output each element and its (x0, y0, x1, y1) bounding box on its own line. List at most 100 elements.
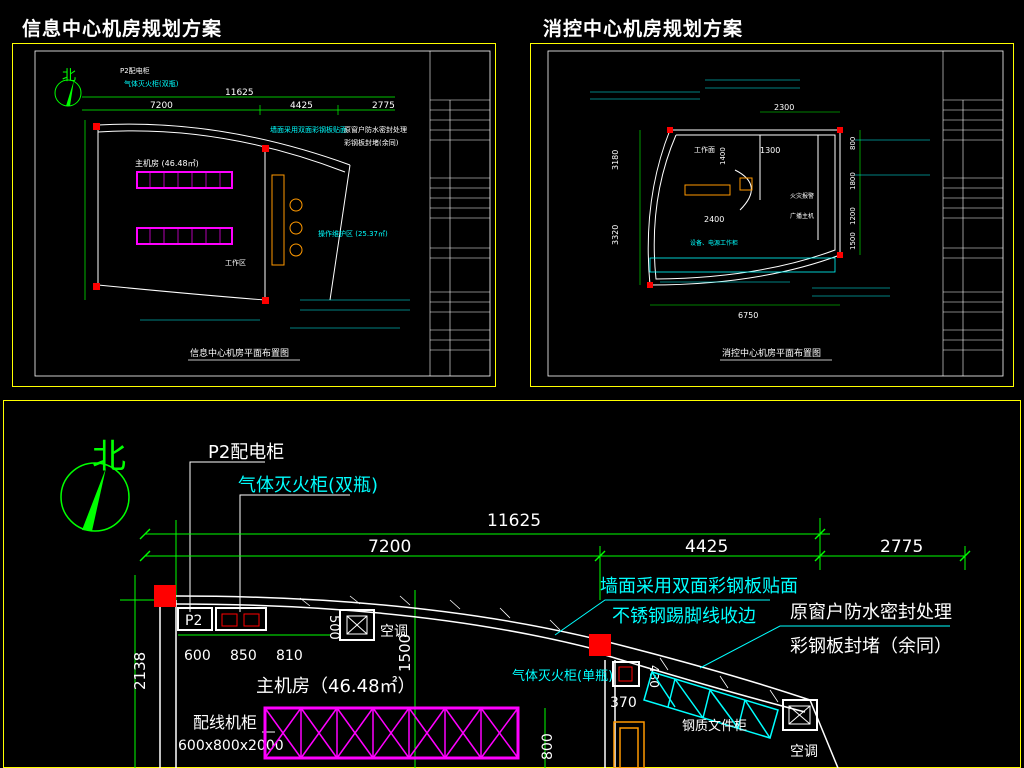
dim-2775: 2775 (880, 537, 923, 557)
right-dim-1200: 1200 (849, 207, 857, 225)
right-dim-1800: 1800 (849, 172, 857, 190)
ac-unit-2 (782, 699, 818, 731)
dim-total: 11625 (487, 511, 541, 531)
right-dim-1300: 1300 (760, 146, 780, 155)
dim-2138: 2138 (131, 652, 149, 690)
p2-box-label: P2 (185, 613, 202, 629)
gas-cabinet-single (612, 661, 640, 687)
window-note-2: 彩钢板封堵（余同） (790, 636, 952, 657)
right-panel-title: 消控中心机房规划方案 (543, 18, 744, 40)
right-columns (647, 127, 843, 288)
rack-row (263, 706, 520, 760)
left-note-leaders (140, 299, 410, 329)
right-dim-3180: 3180 (611, 150, 620, 170)
left-thumbnail-frame (12, 43, 496, 387)
gas-cabinet-double (215, 607, 267, 631)
left-thumbnail-drawing: 北 11625 7200 4425 2775 (34, 50, 491, 377)
right-dim-6750: 6750 (738, 311, 758, 320)
right-dim-3320: 3320 (611, 225, 620, 245)
right-dimension-lines (639, 111, 861, 306)
column-left (154, 585, 176, 607)
dim-4425: 4425 (685, 537, 728, 557)
left-plan-title: 信息中心机房平面布置图 (190, 347, 289, 359)
left-dim-total: 11625 (225, 88, 254, 98)
ac-unit-1 (339, 609, 375, 641)
rack-size-label: 600x800x2000 (178, 738, 284, 754)
p2-cabinet-label: P2配电柜 (208, 442, 284, 463)
left-workstations (271, 174, 303, 266)
left-label-p2: P2配电柜 (120, 66, 150, 75)
right-window-band (649, 257, 836, 273)
ac-label-1: 空调 (380, 624, 408, 640)
left-label-window: 原窗户防水密封处理 (344, 125, 407, 134)
right-label-console: 广播主机 (790, 212, 814, 220)
column-mid (589, 634, 611, 656)
dimension-lines (120, 518, 966, 768)
dim-7200: 7200 (368, 537, 411, 557)
p2-box: P2 (177, 607, 213, 631)
left-dim-seg3: 2775 (372, 101, 395, 111)
right-label-work: 工作面 (694, 145, 715, 154)
right-plan-title: 消控中心机房平面布置图 (722, 347, 821, 359)
left-label-ups: 操作维护区 (25.37㎡) (318, 229, 388, 238)
dim-810: 810 (276, 648, 303, 664)
right-thumbnail-drawing: 工作面 广播主机 火灾报警 设备、电源工作柜 2300 1300 2400 67… (547, 50, 1004, 377)
rack-label: 配线机柜 (193, 713, 257, 732)
steel-file-cabinet (643, 671, 779, 739)
wall-note-1: 墙面采用双面彩钢板贴面 (600, 576, 798, 597)
right-console (684, 177, 753, 196)
dimension-ticks (139, 528, 971, 562)
right-label-fire: 火灾报警 (790, 192, 814, 200)
dim-500: 500 (326, 615, 341, 640)
right-dim-800: 800 (849, 137, 857, 150)
left-north-label: 北 (62, 68, 76, 84)
wall-note-2: 不锈钢踢脚线收边 (612, 606, 756, 627)
right-sheet-border (547, 50, 1004, 377)
right-walls (647, 129, 841, 286)
left-dim-seg1: 7200 (150, 101, 173, 111)
north-arrow: 北 (60, 437, 130, 532)
window-note-1: 原窗户防水密封处理 (790, 602, 952, 623)
right-title-block (942, 51, 1003, 376)
dim-800: 800 (540, 733, 556, 760)
right-label-inside: 设备、电源工作柜 (690, 239, 738, 247)
window-note-leader (699, 625, 950, 669)
left-rack-rows (136, 171, 233, 245)
dim-600: 600 (184, 648, 211, 664)
rack-cells (264, 707, 519, 759)
dim-430: 430 (647, 665, 661, 688)
detail-drawing: 北 P2配电柜 气体灭火柜(双瓶) 11625 7 (60, 437, 971, 768)
left-rack-dividers (149, 172, 221, 244)
gas-cabinet-single-label: 气体灭火柜(单瓶) (512, 668, 613, 684)
left-panel-title: 信息中心机房规划方案 (22, 18, 223, 40)
wall-note-leader (554, 599, 770, 636)
left-walls (97, 123, 351, 301)
left-title-block (429, 51, 490, 376)
right-dim-1400: 1400 (719, 147, 727, 165)
left-dim-seg2: 4425 (290, 101, 313, 111)
dim-850: 850 (230, 648, 257, 664)
left-label-work: 工作区 (225, 258, 246, 267)
main-room-label: 主机房（46.48㎡） (256, 675, 416, 697)
dim-1500: 1500 (396, 634, 414, 672)
ac-label-2: 空调 (790, 744, 818, 760)
right-note-leaders (590, 79, 930, 297)
north-label: 北 (92, 437, 126, 477)
left-label-wall: 墙面采用双面彩钢板贴面 (270, 125, 347, 134)
left-label-gas: 气体灭火柜(双瓶) (124, 79, 179, 88)
left-label-steel: 彩钢板封堵(余同) (344, 138, 399, 147)
steel-cabinet-label: 钢质文件柜 (682, 719, 747, 734)
door (613, 721, 645, 768)
right-dim-2300: 2300 (774, 103, 794, 112)
structural-columns (154, 585, 611, 656)
left-columns (93, 123, 269, 304)
dim-370: 370 (610, 695, 637, 711)
label-leaders (189, 461, 350, 612)
left-dimension-lines (82, 96, 395, 300)
right-dim-1500: 1500 (849, 232, 857, 250)
window-band (299, 595, 779, 703)
left-north-arrow: 北 (54, 68, 82, 107)
left-sheet-border (34, 50, 491, 377)
left-label-room: 主机房 (46.48㎡) (135, 158, 199, 168)
